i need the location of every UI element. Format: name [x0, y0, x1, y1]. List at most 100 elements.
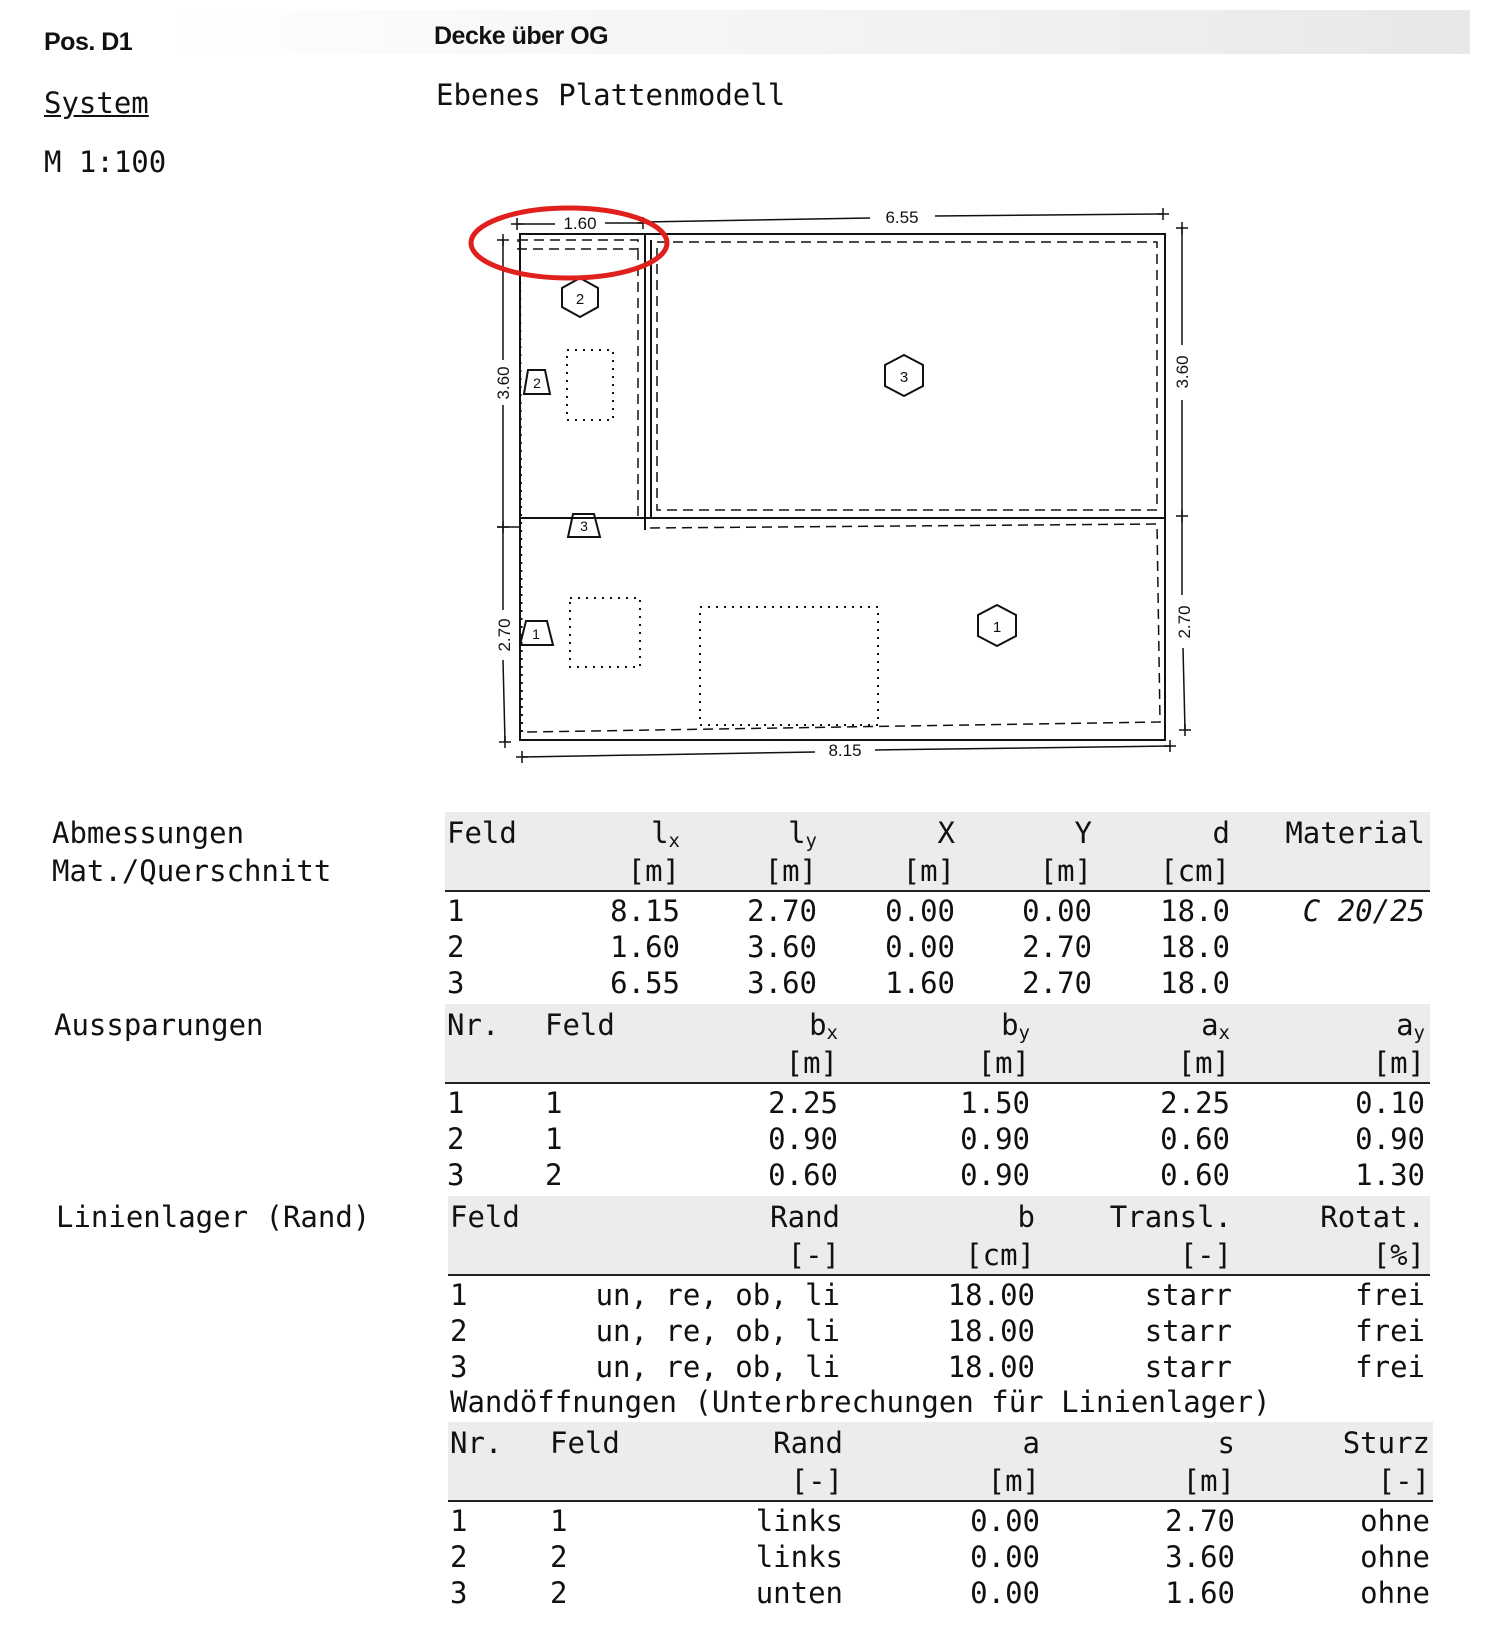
aussparungen-unit-3: [m] [977, 1046, 1030, 1080]
field-marker-1-hexagon [977, 603, 1017, 648]
abmessungen-row-2-cell: 0.00 [885, 930, 955, 964]
abmessungen-row-2-cell: 3.60 [747, 930, 817, 964]
header-label: Feld [447, 816, 517, 850]
header-subscript: x [668, 830, 680, 852]
aussparungen-row-1-cell: 2.25 [768, 1086, 838, 1120]
system-heading: System [44, 86, 149, 120]
wandoeffnungen-row-2-cell: 2 [550, 1540, 568, 1574]
aussparungen-header-band [445, 1004, 1430, 1082]
abmessungen-row-2-cell: 1.60 [610, 930, 680, 964]
aussparungen-row-2-cell: 2 [447, 1122, 465, 1156]
linienlager-row-1-cell: frei [1355, 1278, 1425, 1312]
wandoeffnungen-row-3-cell: 3 [450, 1576, 468, 1610]
abmessungen-header-3: X [938, 816, 955, 850]
dim-top-left: 1.60 [563, 214, 596, 233]
wandoeffnungen-header-rule [448, 1500, 1433, 1502]
slab-outline [519, 233, 1166, 741]
abmessungen-header-0: Feld [447, 816, 517, 850]
opening-1-outline [699, 606, 879, 726]
header-label: b [1017, 1200, 1035, 1234]
linienlager-row-3-cell: 18.00 [947, 1350, 1035, 1384]
dimension-ticks [497, 208, 1191, 763]
header-label: Rotat. [1320, 1200, 1425, 1234]
wandoeffnungen-unit-5: [-] [1377, 1464, 1430, 1498]
dim-bottom: 8.15 [828, 741, 861, 760]
header-label: X [937, 816, 955, 850]
abmessungen-row-3-cell: 6.55 [610, 966, 680, 1000]
system-type: Ebenes Plattenmodell [436, 78, 786, 112]
wandoeffnungen-row-3-cell: 1.60 [1165, 1576, 1235, 1610]
aussparungen-row-2-cell: 0.60 [1160, 1122, 1230, 1156]
header-label: a [1396, 1008, 1414, 1042]
aussparungen-row-1-cell: 1 [545, 1086, 563, 1120]
dim-left-lower: 2.70 [495, 618, 514, 651]
aussparungen-row-2-cell: 0.90 [1355, 1122, 1425, 1156]
wandoeffnungen-row-2-cell: 2 [450, 1540, 468, 1574]
header-label: Transl. [1109, 1200, 1232, 1234]
wandoeffnungen-row-1-cell: links [755, 1504, 843, 1538]
wandoeffnungen-row-3-cell: 2 [550, 1576, 568, 1610]
dim-right-upper: 3.60 [1173, 355, 1192, 388]
opening-marker-3: 3 [580, 518, 588, 534]
abmessungen-header-6: Material [1285, 816, 1425, 850]
wandoeffnungen-row-2-cell: 3.60 [1165, 1540, 1235, 1574]
linienlager-row-1-cell: un, re, ob, li [595, 1278, 840, 1312]
abmessungen-header-5: d [1213, 816, 1230, 850]
wandoeffnungen-header-3: a [1023, 1426, 1040, 1460]
field-3-dashed-edge [656, 241, 1158, 511]
wandoeffnungen-row-3-cell: 0.00 [970, 1576, 1040, 1610]
linienlager-header-band [448, 1196, 1430, 1274]
highlight-circle [468, 205, 670, 281]
linienlager-header-0: Feld [450, 1200, 520, 1234]
abmessungen-unit-1: [m] [627, 854, 680, 888]
header-subscript: y [1413, 1022, 1425, 1044]
opening-3-outline [566, 349, 614, 421]
opening-marker-2-trapezoid [522, 369, 552, 395]
aussparungen-row-1-cell: 1.50 [960, 1086, 1030, 1120]
section-mat-querschnitt: Mat./Querschnitt [52, 854, 332, 888]
aussparungen-header-3: by [1001, 1008, 1030, 1044]
wandoeffnungen-header-1: Feld [550, 1426, 620, 1460]
linienlager-header-3: Transl. [1110, 1200, 1232, 1234]
abmessungen-row-2-cell: 2.70 [1022, 930, 1092, 964]
abmessungen-unit-4: [m] [1039, 854, 1092, 888]
abmessungen-row-2-cell: 18.0 [1160, 930, 1230, 964]
abmessungen-row-1-cell: 8.15 [610, 894, 680, 928]
header-label: l [788, 816, 806, 850]
abmessungen-row-3-cell: 18.0 [1160, 966, 1230, 1000]
abmessungen-header-1: lx [651, 816, 680, 852]
header-label: Rand [770, 1200, 840, 1234]
linienlager-unit-3: [-] [1179, 1238, 1232, 1272]
scan-header-band [170, 10, 1470, 54]
aussparungen-row-1-cell: 0.10 [1355, 1086, 1425, 1120]
section-abmessungen: Abmessungen [52, 816, 245, 850]
field-marker-3-hexagon [884, 353, 924, 398]
header-label: a [1201, 1008, 1219, 1042]
section-linienlager: Linienlager (Rand) [56, 1200, 371, 1234]
header-label: Material [1285, 816, 1425, 850]
header-label: d [1212, 816, 1230, 850]
abmessungen-row-1-cell: 18.0 [1160, 894, 1230, 928]
linienlager-unit-2: [cm] [965, 1238, 1035, 1272]
wandoeffnungen-header-0: Nr. [450, 1426, 502, 1460]
header-label: Feld [545, 1008, 615, 1042]
header-subscript: y [805, 830, 817, 852]
field-marker-3: 3 [900, 369, 908, 386]
header-label: Feld [550, 1426, 620, 1460]
linienlager-header-1: Rand [770, 1200, 840, 1234]
linienlager-unit-1: [-] [787, 1238, 840, 1272]
linienlager-row-2-cell: un, re, ob, li [595, 1314, 840, 1348]
abmessungen-row-3-cell: 2.70 [1022, 966, 1092, 1000]
wandoeffnungen-unit-4: [m] [1182, 1464, 1235, 1498]
wandoeffnungen-row-1-cell: 2.70 [1165, 1504, 1235, 1538]
header-subscript: y [1018, 1022, 1030, 1044]
wandoeffnungen-header-4: s [1218, 1426, 1235, 1460]
abmessungen-row-3-cell: 3 [447, 966, 465, 1000]
aussparungen-header-0: Nr. [447, 1008, 499, 1042]
wandoeffnungen-row-2-cell: links [755, 1540, 843, 1574]
slab-plan-drawing: 1.60 6.55 8.15 3.60 2.70 3.60 2.70 1 2 3… [468, 205, 1194, 763]
field-marker-2: 2 [576, 291, 584, 308]
aussparungen-row-3-cell: 0.60 [768, 1158, 838, 1192]
linienlager-row-2-cell: frei [1355, 1314, 1425, 1348]
aussparungen-header-4: ax [1201, 1008, 1230, 1043]
